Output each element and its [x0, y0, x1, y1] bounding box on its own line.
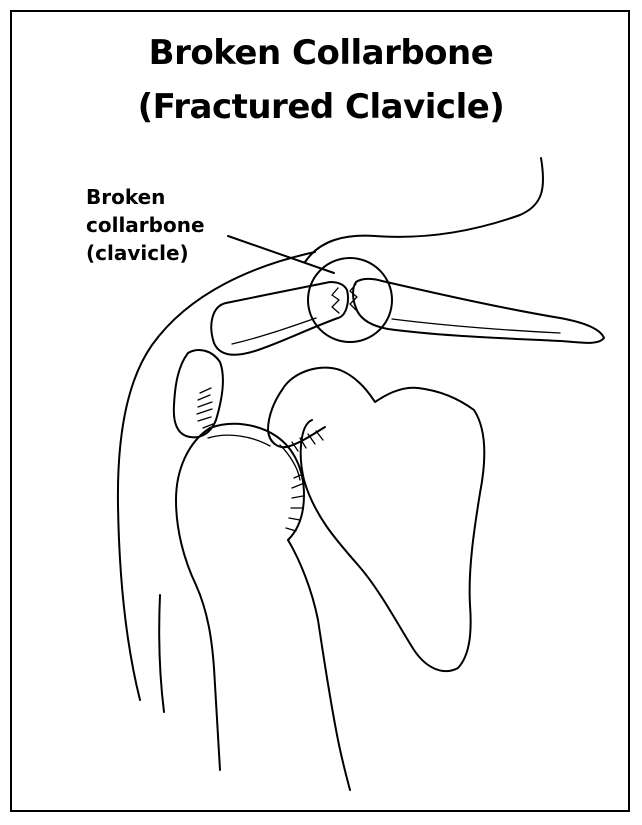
humerus-tuberosity-line: [208, 435, 270, 446]
fracture-highlight-circle: [308, 258, 392, 342]
humerus-medial-edge: [288, 540, 350, 790]
scapula-body: [282, 368, 484, 671]
humeral-head-hatching: [286, 474, 303, 531]
annotation-leader-line: [228, 236, 334, 273]
neck-contour: [305, 158, 543, 262]
humerus-lateral-edge: [176, 428, 220, 770]
clavicle-medial-detail: [392, 319, 560, 333]
acromion: [174, 350, 223, 437]
fracture-edge-lateral: [332, 288, 339, 313]
shoulder-outline: [118, 252, 315, 700]
acromion-hatching: [197, 388, 213, 428]
inner-arm-outline: [159, 595, 164, 712]
humeral-head: [210, 424, 304, 540]
coracoid-hatching: [292, 431, 323, 451]
coracoid: [268, 390, 325, 447]
